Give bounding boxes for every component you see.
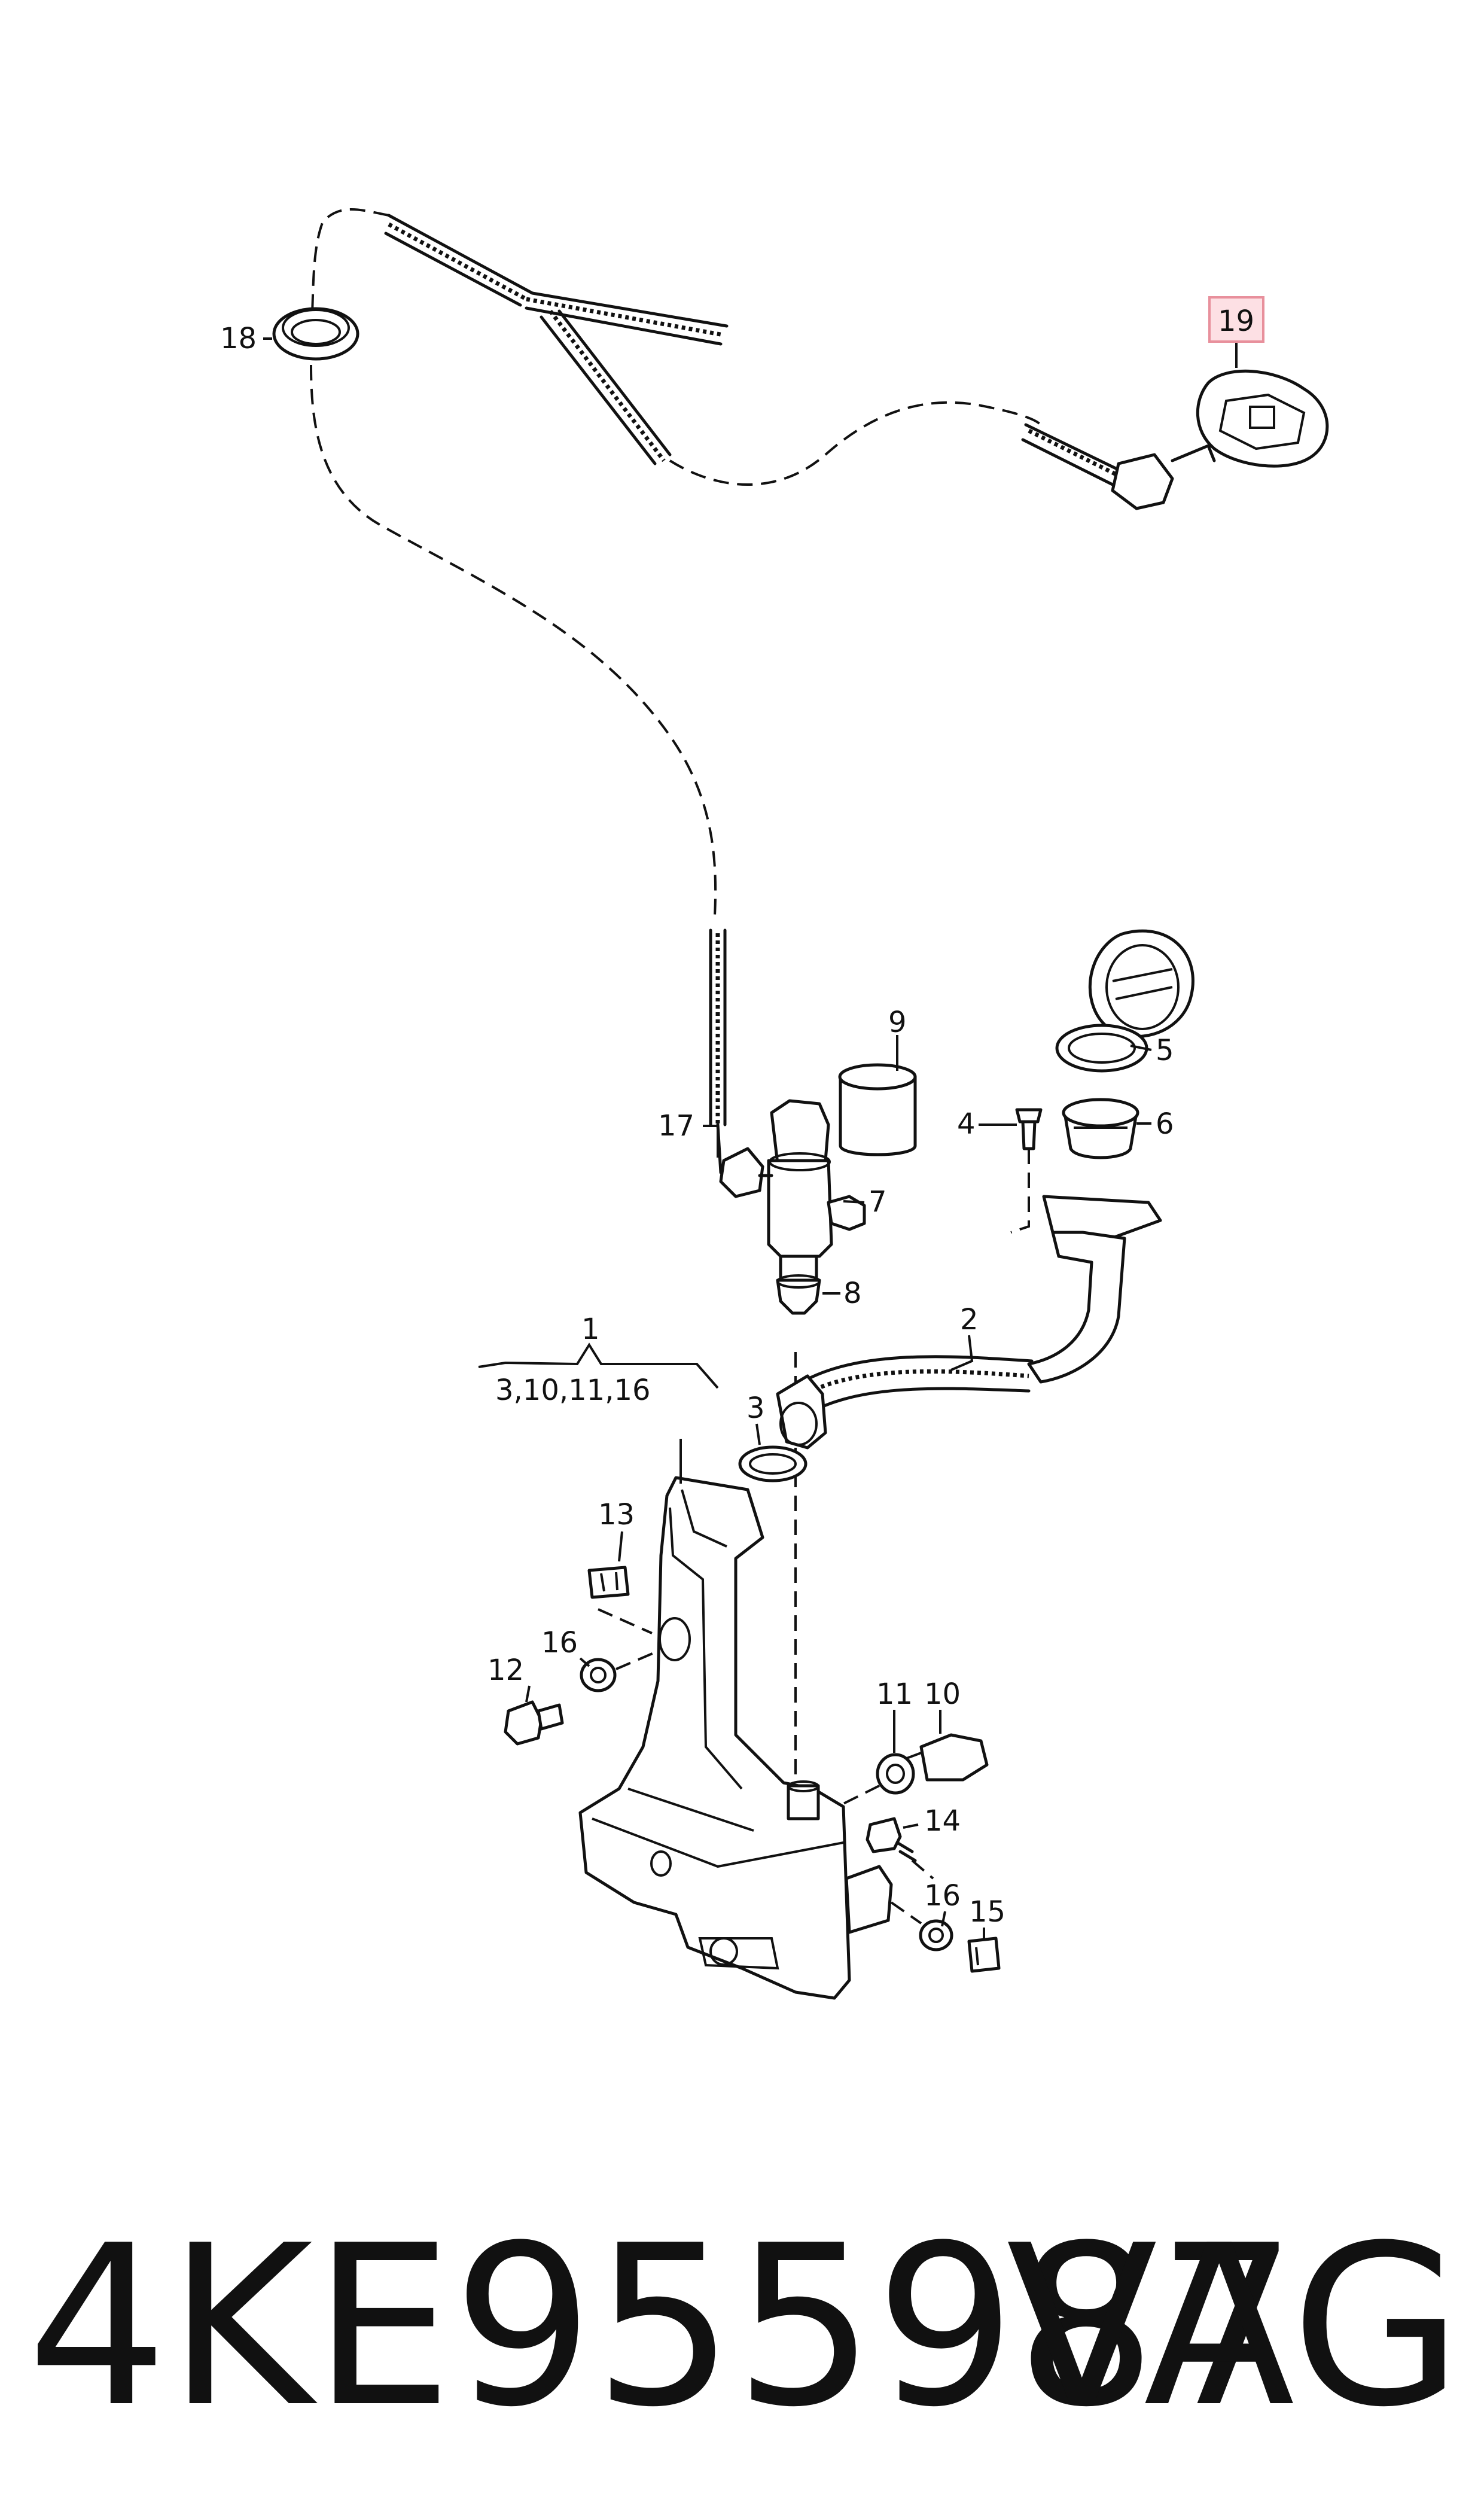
callout-10: 10 xyxy=(924,1677,961,1711)
callout-6: 6 xyxy=(1156,1107,1174,1141)
part-19-highlight-box xyxy=(1208,296,1264,343)
callout-15: 15 xyxy=(969,1895,1005,1929)
part-8-check-valve xyxy=(776,1274,821,1315)
part-18-grommet xyxy=(272,307,359,361)
callout-17: 17 xyxy=(658,1109,694,1143)
callout-labels: 18 19 9 17 7 8 4 6 5 2 1 3,10,11,16 3 13… xyxy=(220,305,1254,1929)
callout-19: 19 xyxy=(1218,305,1254,338)
part-5-filler-cap xyxy=(1055,929,1194,1073)
part-16-grommet-left xyxy=(580,1650,659,1692)
callout-1-sublist: 3,10,11,16 xyxy=(495,1374,651,1407)
brand-name: VAG xyxy=(1006,2199,1462,2456)
part-14-bolt xyxy=(866,1817,934,1880)
callout-3: 3 xyxy=(746,1392,765,1425)
leader-lines xyxy=(263,337,1238,1938)
callout-2: 2 xyxy=(960,1303,979,1336)
part-12-bolt xyxy=(504,1700,564,1746)
part-10-level-sensor xyxy=(897,1733,989,1782)
callout-7: 7 xyxy=(869,1185,887,1219)
callout-16-left: 16 xyxy=(541,1626,578,1660)
callout-11: 11 xyxy=(876,1677,913,1711)
part-4-expansion-rivet xyxy=(1010,1108,1043,1234)
washer-system-exploded-diagram: 18 19 9 17 7 8 4 6 5 2 1 3,10,11,16 3 13… xyxy=(220,208,1329,2000)
part-16-grommet-right xyxy=(890,1901,953,1951)
callout-8: 8 xyxy=(843,1277,862,1310)
conduit-harness xyxy=(384,214,738,1183)
callout-14: 14 xyxy=(924,1804,961,1838)
part-11-seal-grommet xyxy=(837,1753,915,1808)
part-13-clip-nut xyxy=(587,1566,653,1634)
callout-9: 9 xyxy=(888,1006,907,1039)
callout-5: 5 xyxy=(1156,1034,1174,1067)
part-9-seal-sleeve xyxy=(838,1063,917,1156)
part-19-spray-nozzle xyxy=(1021,369,1329,510)
callout-4: 4 xyxy=(957,1107,976,1141)
part-15-clip-nut xyxy=(967,1937,1001,1973)
callout-13: 13 xyxy=(598,1498,635,1531)
part-3-seal-ring xyxy=(738,1445,807,1482)
callout-12: 12 xyxy=(487,1654,524,1687)
part-number: 4KE955987 xyxy=(27,2199,1298,2456)
callout-18: 18 xyxy=(220,322,257,355)
part-1-washer-fluid-reservoir xyxy=(578,1476,893,2000)
part-6-filler-neck-adapter xyxy=(1062,1098,1139,1159)
part-17-connector xyxy=(719,1147,764,1198)
part-2-filler-pipe xyxy=(776,1195,1162,1450)
callout-16-right: 16 xyxy=(924,1879,961,1913)
callout-1: 1 xyxy=(581,1313,600,1346)
caption: 4KE955987 VAG xyxy=(27,2202,1462,2453)
